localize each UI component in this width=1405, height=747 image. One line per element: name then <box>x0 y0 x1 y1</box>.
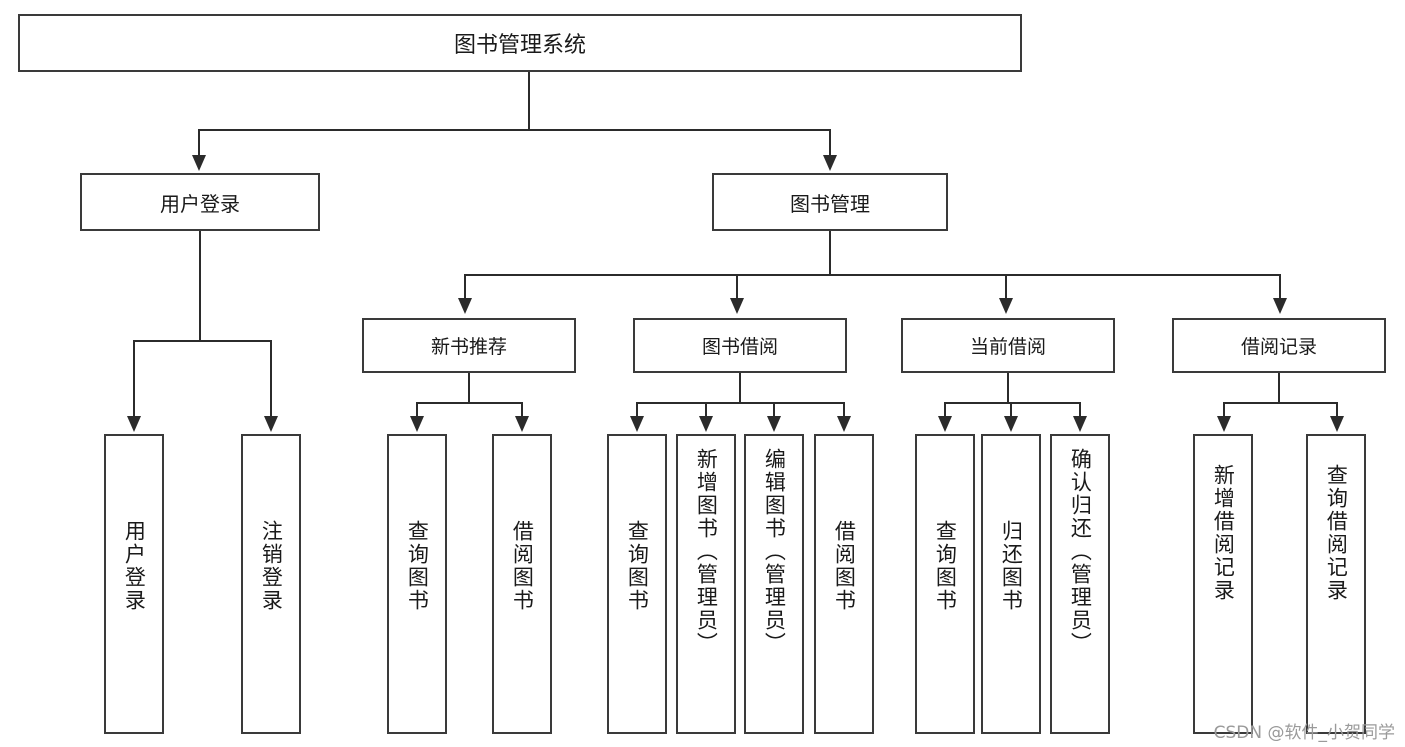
connector-user-login-to-leaf-0 <box>133 340 135 418</box>
node-label: 借阅记录 <box>1240 336 1317 358</box>
connector-br-stem <box>1278 373 1280 403</box>
connector-user-login-to-leaf-1 <box>270 340 272 418</box>
connector-bb-to-leaf-3 <box>843 402 845 418</box>
arrow-bb-to-leaf-3 <box>837 416 851 432</box>
connector-bm-to-l3-3 <box>1279 274 1281 300</box>
connector-bm-to-l3-1 <box>736 274 738 300</box>
connector-cb-stem <box>1007 373 1009 403</box>
watermark-text: CSDN @软件_小贺同学 <box>1213 723 1395 743</box>
connector-nbr-to-leaf-0 <box>416 402 418 418</box>
leaf-book-borrow-1[interactable]: 新增图书（管理员） <box>676 434 736 734</box>
node-label: 当前借阅 <box>969 336 1046 358</box>
arrow-nbr-to-leaf-0 <box>410 416 424 432</box>
leaf-label: 注销登录 <box>259 520 284 612</box>
connector-user-login-bus <box>133 340 271 342</box>
connector-bb-to-leaf-2 <box>773 402 775 418</box>
leaf-label: 用户登录 <box>122 520 147 612</box>
connector-br-to-leaf-1 <box>1336 402 1338 418</box>
connector-br-bus <box>1223 402 1337 404</box>
node-book-manage[interactable]: 图书管理 <box>712 173 948 231</box>
connector-bb-to-leaf-1 <box>705 402 707 418</box>
connector-root-stem <box>528 72 530 130</box>
connector-cb-to-leaf-2 <box>1079 402 1081 418</box>
arrow-bm-to-l3-0 <box>458 298 472 314</box>
leaf-user-login-1[interactable]: 注销登录 <box>241 434 301 734</box>
arrow-bb-to-leaf-1 <box>699 416 713 432</box>
leaf-label: 查询借阅记录 <box>1324 464 1349 602</box>
arrow-bb-to-leaf-2 <box>767 416 781 432</box>
connector-root-to-book-manage <box>829 129 831 157</box>
arrow-bm-to-l3-3 <box>1273 298 1287 314</box>
arrow-nbr-to-leaf-1 <box>515 416 529 432</box>
connector-root-to-user-login <box>198 129 200 157</box>
leaf-label: 编辑图书（管理员） <box>762 448 787 655</box>
connector-bb-to-leaf-0 <box>636 402 638 418</box>
node-label: 用户登录 <box>160 191 240 216</box>
connector-bm-to-l3-2 <box>1005 274 1007 300</box>
node-label: 图书管理 <box>790 191 870 216</box>
leaf-book-borrow-3[interactable]: 借阅图书 <box>814 434 874 734</box>
connector-root-bus <box>198 129 830 131</box>
leaf-label: 查询图书 <box>625 520 650 612</box>
leaf-label: 新增借阅记录 <box>1211 464 1236 602</box>
arrow-cb-to-leaf-2 <box>1073 416 1087 432</box>
leaf-book-borrow-2[interactable]: 编辑图书（管理员） <box>744 434 804 734</box>
connector-book-manage-bus <box>464 274 1281 276</box>
leaf-borrow-records-1[interactable]: 查询借阅记录 <box>1306 434 1366 734</box>
connector-br-to-leaf-0 <box>1223 402 1225 418</box>
leaf-label: 查询图书 <box>933 520 958 612</box>
leaf-label: 确认归还（管理员） <box>1068 448 1093 655</box>
leaf-label: 新增图书（管理员） <box>694 448 719 655</box>
connector-cb-to-leaf-0 <box>944 402 946 418</box>
arrow-cb-to-leaf-1 <box>1004 416 1018 432</box>
connector-cb-bus <box>944 402 1080 404</box>
leaf-current-borrow-2[interactable]: 确认归还（管理员） <box>1050 434 1110 734</box>
connector-book-manage-stem <box>829 231 831 275</box>
leaf-label: 借阅图书 <box>510 520 535 612</box>
node-user-login[interactable]: 用户登录 <box>80 173 320 231</box>
arrow-bm-to-l3-1 <box>730 298 744 314</box>
leaf-label: 归还图书 <box>999 520 1024 612</box>
node-label: 图书借阅 <box>701 336 778 358</box>
node-label: 图书管理系统 <box>453 33 586 58</box>
connector-bb-bus <box>636 402 844 404</box>
node-new-book-recommend[interactable]: 新书推荐 <box>362 318 576 373</box>
leaf-borrow-records-0[interactable]: 新增借阅记录 <box>1193 434 1253 734</box>
arrow-br-to-leaf-0 <box>1217 416 1231 432</box>
arrow-root-to-book-manage <box>823 155 837 171</box>
connector-user-login-stem <box>199 231 201 341</box>
arrow-bb-to-leaf-0 <box>630 416 644 432</box>
arrow-user-login-to-leaf-0 <box>127 416 141 432</box>
connector-nbr-stem <box>468 373 470 403</box>
node-borrow-records[interactable]: 借阅记录 <box>1172 318 1386 373</box>
leaf-new-book-recommend-0[interactable]: 查询图书 <box>387 434 447 734</box>
arrow-cb-to-leaf-0 <box>938 416 952 432</box>
arrow-user-login-to-leaf-1 <box>264 416 278 432</box>
leaf-book-borrow-0[interactable]: 查询图书 <box>607 434 667 734</box>
node-current-borrow[interactable]: 当前借阅 <box>901 318 1115 373</box>
arrow-root-to-user-login <box>192 155 206 171</box>
leaf-new-book-recommend-1[interactable]: 借阅图书 <box>492 434 552 734</box>
node-label: 新书推荐 <box>430 336 507 358</box>
leaf-label: 借阅图书 <box>832 520 857 612</box>
node-root-system[interactable]: 图书管理系统 <box>18 14 1022 72</box>
leaf-label: 查询图书 <box>405 520 430 612</box>
arrow-br-to-leaf-1 <box>1330 416 1344 432</box>
node-book-borrow[interactable]: 图书借阅 <box>633 318 847 373</box>
arrow-bm-to-l3-2 <box>999 298 1013 314</box>
connector-nbr-to-leaf-1 <box>521 402 523 418</box>
connector-bm-to-l3-0 <box>464 274 466 300</box>
connector-bb-stem <box>739 373 741 403</box>
leaf-current-borrow-0[interactable]: 查询图书 <box>915 434 975 734</box>
connector-cb-to-leaf-1 <box>1010 402 1012 418</box>
leaf-current-borrow-1[interactable]: 归还图书 <box>981 434 1041 734</box>
connector-nbr-bus <box>416 402 522 404</box>
leaf-user-login-0[interactable]: 用户登录 <box>104 434 164 734</box>
